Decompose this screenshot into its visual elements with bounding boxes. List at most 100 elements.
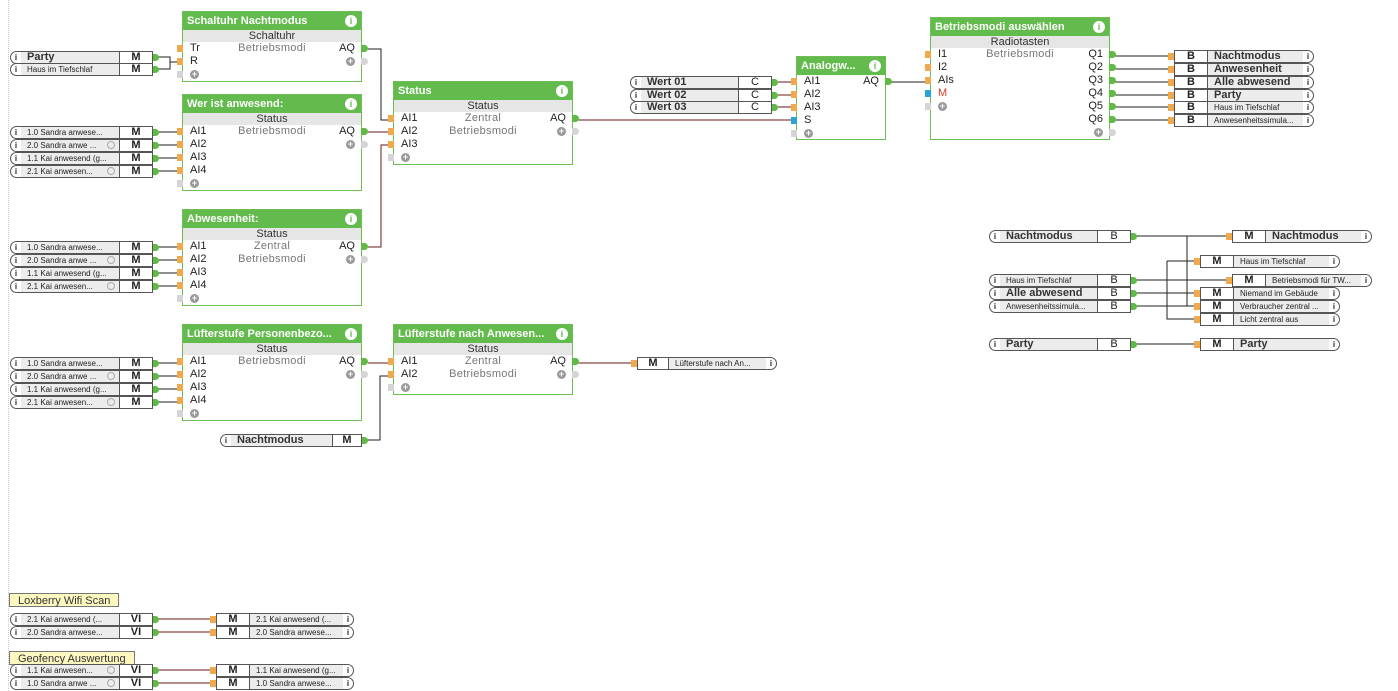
info-icon[interactable]: i	[10, 370, 21, 383]
output-pin[interactable]	[153, 66, 159, 73]
info-icon[interactable]: i	[10, 63, 21, 76]
input-pin[interactable]	[177, 384, 183, 391]
info-icon[interactable]: i	[1093, 21, 1105, 33]
output-pin[interactable]	[572, 115, 579, 122]
output-pin[interactable]	[153, 680, 159, 687]
output-pin[interactable]	[153, 386, 159, 393]
add-output-icon[interactable]: +	[346, 56, 355, 66]
input-pin[interactable]	[1194, 341, 1200, 348]
input-pin[interactable]	[210, 616, 216, 623]
add-input-icon[interactable]: +	[190, 69, 199, 79]
output-pin[interactable]	[361, 45, 368, 52]
info-icon[interactable]: i	[10, 357, 21, 370]
info-icon[interactable]: i	[1329, 313, 1340, 326]
info-icon[interactable]: i	[343, 626, 354, 639]
output-pin[interactable]	[153, 168, 159, 175]
add-output-icon[interactable]: +	[557, 369, 566, 379]
input-pin[interactable]	[388, 371, 394, 378]
add-input-icon[interactable]: +	[401, 382, 410, 392]
memory-flag-haus-im-tiefschlaf[interactable]: i Haus im Tiefschlaf M	[10, 63, 159, 76]
input-pin[interactable]	[210, 680, 216, 687]
input-pin[interactable]	[177, 154, 183, 161]
output-pin[interactable]	[153, 244, 159, 251]
info-icon[interactable]: i	[1329, 287, 1340, 300]
output-pin[interactable]	[361, 358, 368, 365]
info-icon[interactable]: i	[220, 434, 231, 447]
info-icon[interactable]: i	[630, 101, 641, 114]
output-pin[interactable]	[153, 629, 159, 636]
input-pin[interactable]	[177, 295, 183, 302]
input-pin[interactable]	[388, 115, 394, 122]
info-icon[interactable]: i	[766, 357, 777, 370]
output-pin[interactable]	[153, 399, 159, 406]
output-pin[interactable]	[153, 283, 159, 290]
output-pin[interactable]	[572, 371, 579, 378]
output-pin[interactable]	[153, 667, 159, 674]
output-pin[interactable]	[1109, 129, 1116, 136]
output-pin[interactable]	[1109, 90, 1116, 97]
add-output-icon[interactable]: +	[346, 254, 355, 264]
input-pin[interactable]	[1194, 258, 1200, 265]
info-icon[interactable]: i	[10, 664, 21, 677]
add-input-icon[interactable]: +	[190, 293, 199, 303]
input-pin[interactable]	[1194, 303, 1200, 310]
info-icon[interactable]: i	[10, 280, 21, 293]
input-pin[interactable]	[177, 282, 183, 289]
info-icon[interactable]: i	[10, 613, 21, 626]
output-pin[interactable]	[153, 373, 159, 380]
info-icon[interactable]: i	[343, 613, 354, 626]
info-icon[interactable]: i	[10, 139, 21, 152]
info-icon[interactable]: i	[10, 165, 21, 178]
output-pin[interactable]	[1131, 277, 1137, 284]
output-pin[interactable]	[361, 243, 368, 250]
output-pin[interactable]	[1109, 103, 1116, 110]
input-pin[interactable]	[925, 103, 931, 110]
info-icon[interactable]: i	[10, 626, 21, 639]
info-icon[interactable]: i	[1361, 274, 1372, 287]
input-pin[interactable]	[388, 358, 394, 365]
input-pin[interactable]	[177, 167, 183, 174]
input-pin[interactable]	[1168, 92, 1174, 99]
output-pin[interactable]	[361, 256, 368, 263]
info-icon[interactable]: i	[1303, 76, 1314, 89]
input-pin[interactable]	[1194, 290, 1200, 297]
info-icon[interactable]: i	[989, 274, 1000, 287]
input-pin[interactable]	[210, 629, 216, 636]
input-pin[interactable]	[1194, 316, 1200, 323]
input-pin[interactable]	[1168, 117, 1174, 124]
output-pin[interactable]	[1131, 341, 1137, 348]
info-icon[interactable]: i	[345, 98, 357, 110]
input-pin[interactable]	[1168, 79, 1174, 86]
info-icon[interactable]: i	[343, 664, 354, 677]
output-pin[interactable]	[772, 79, 778, 86]
info-icon[interactable]: i	[10, 267, 21, 280]
